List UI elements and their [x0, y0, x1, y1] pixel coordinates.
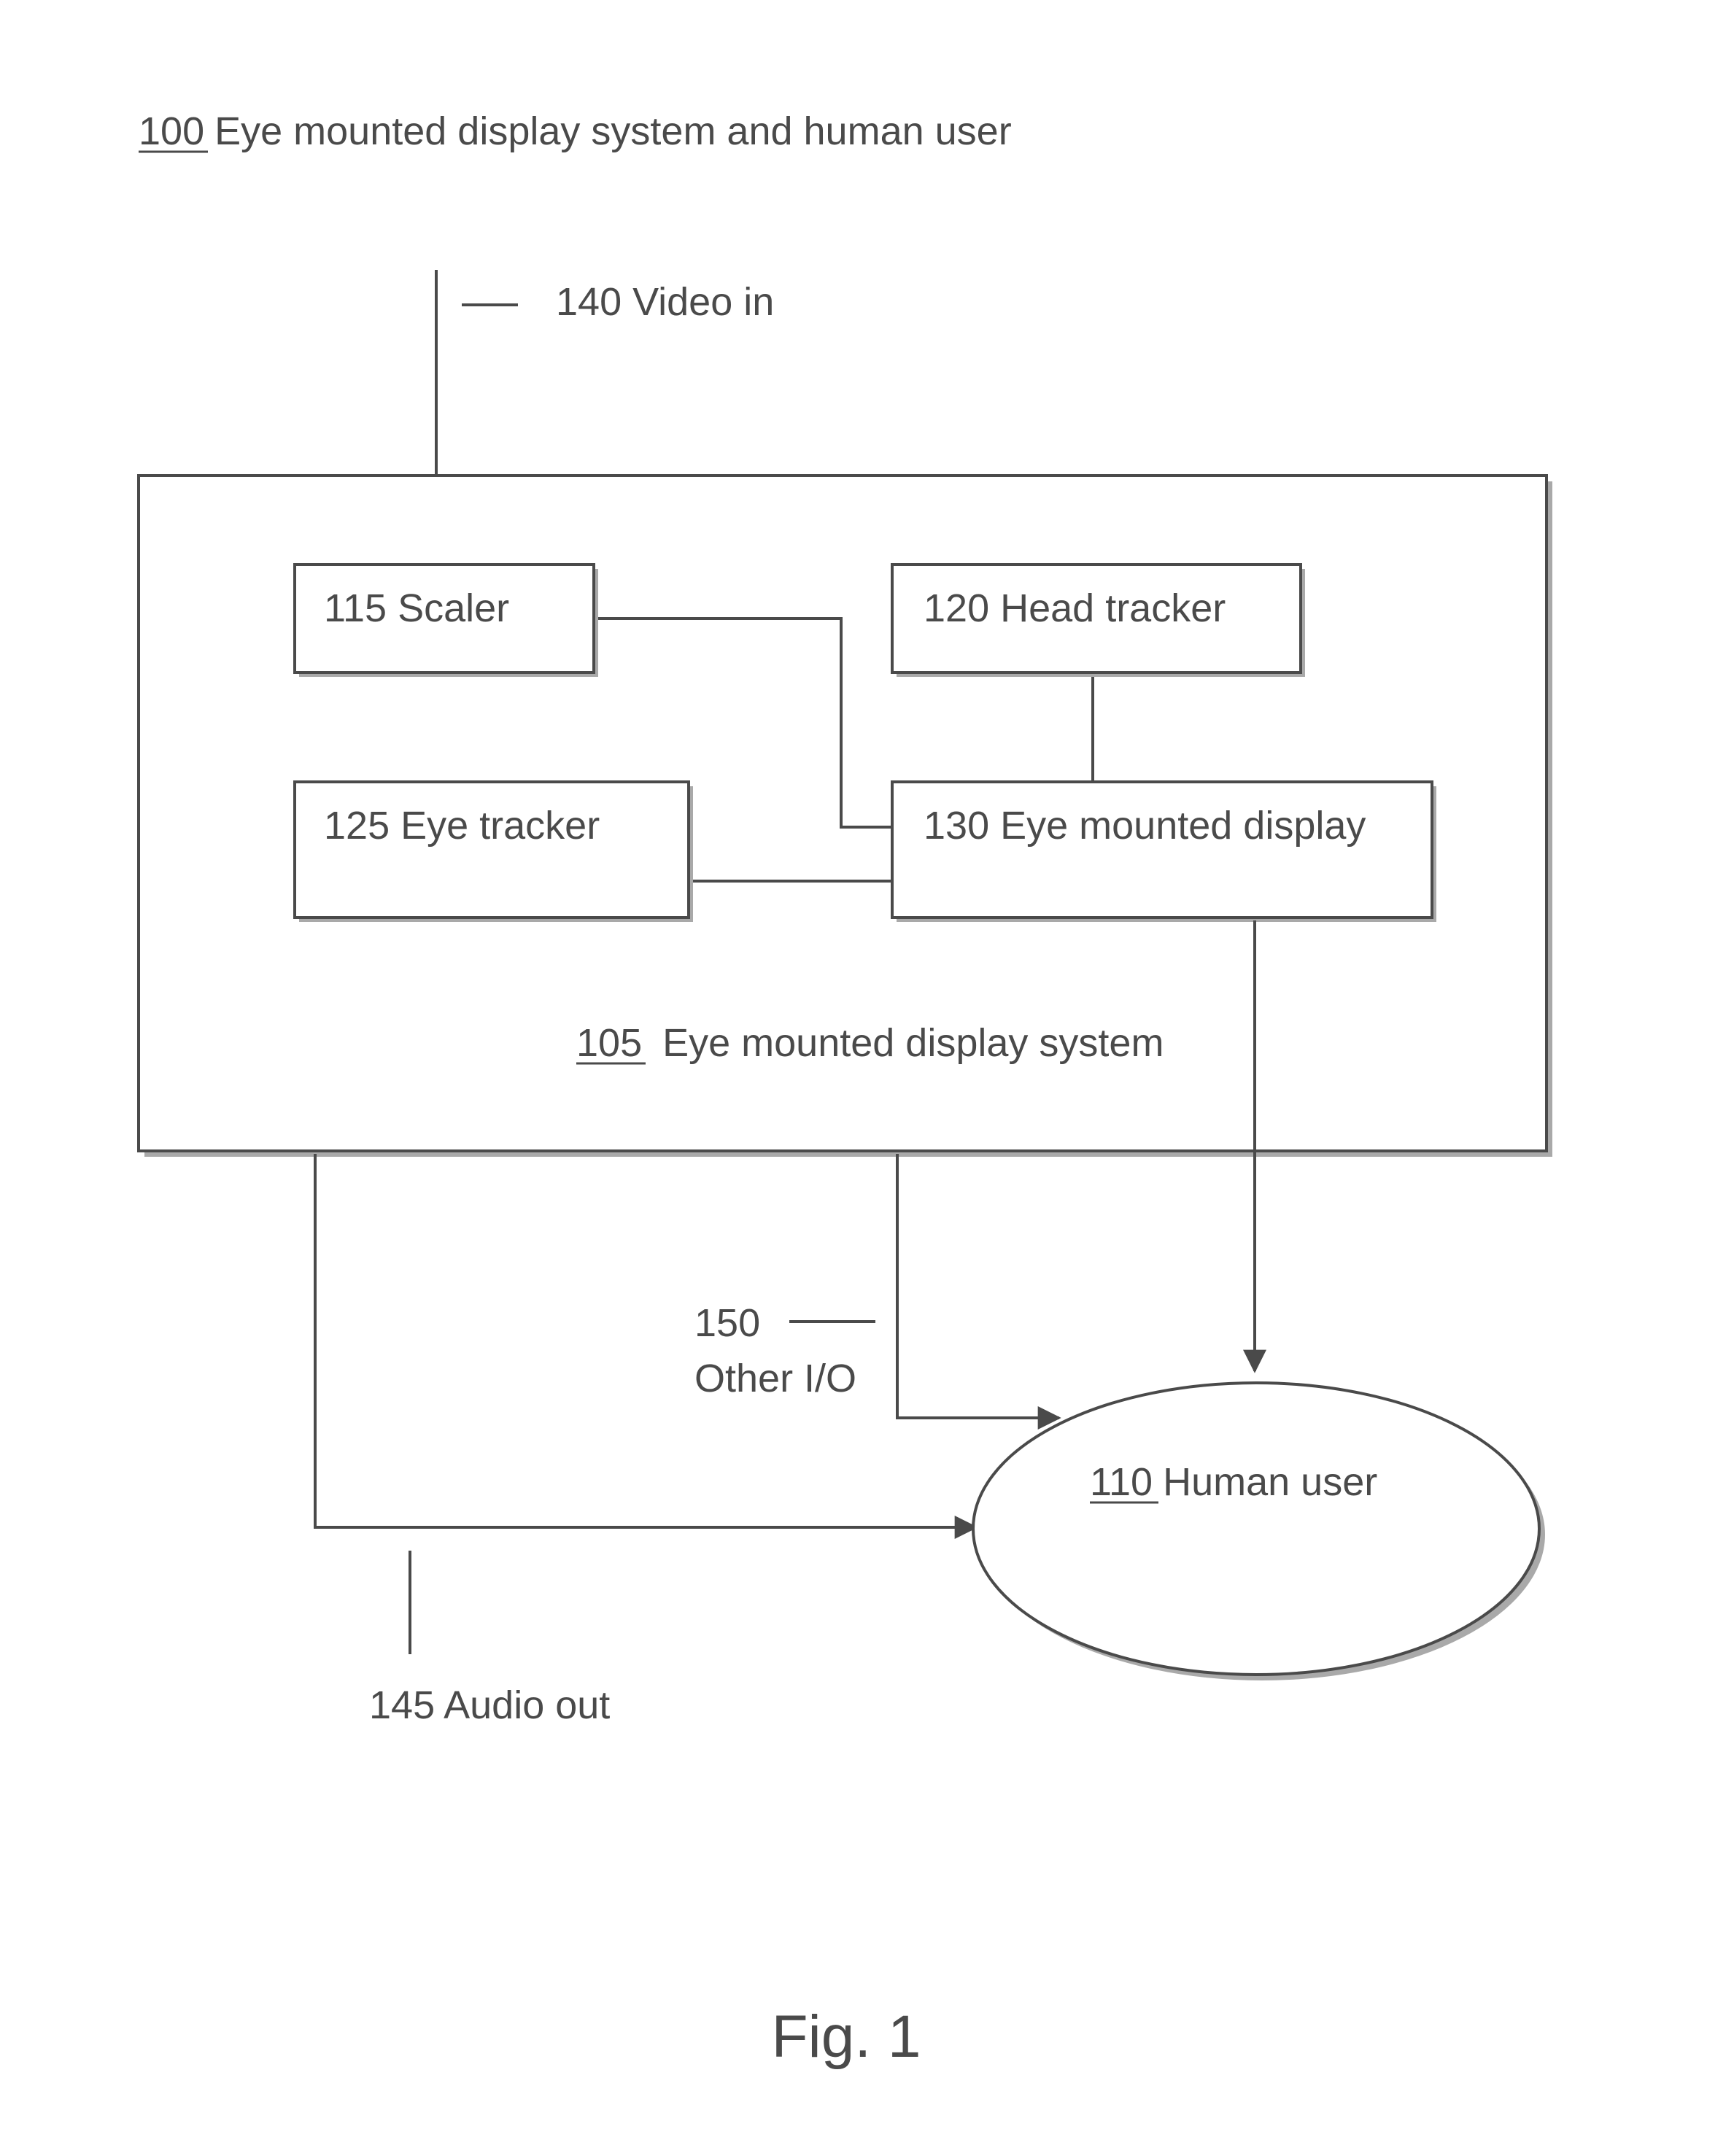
head-tracker-label: 120 Head tracker [924, 586, 1226, 630]
scaler-label: 115 Scaler [324, 586, 509, 630]
eye-mounted-display-label: 130 Eye mounted display [924, 804, 1366, 848]
human-user-label: 110Human user [1090, 1460, 1377, 1504]
other-io-number: 150 [694, 1301, 760, 1345]
human-user-ellipse [973, 1383, 1539, 1675]
system-label-text: Eye mounted display system [662, 1021, 1164, 1065]
human-user-text: Human user [1163, 1460, 1377, 1504]
system-label-ref: 105 [576, 1021, 642, 1065]
audio-out-arrow [315, 1154, 976, 1527]
eye-tracker-label: 125 Eye tracker [324, 804, 600, 848]
figure-title-ref: 100 [139, 109, 204, 153]
eye-tracker-box [295, 782, 689, 918]
figure-title-text: Eye mounted display system and human use… [214, 109, 1012, 153]
eye-mounted-display-box [892, 782, 1432, 918]
human-user-ref: 110 [1090, 1460, 1153, 1504]
video-in-label: 140 Video in [556, 280, 774, 324]
figure-title: 100Eye mounted display system and human … [139, 109, 1012, 153]
audio-out-label: 145 Audio out [369, 1683, 610, 1727]
other-io-text: Other I/O [694, 1357, 856, 1400]
figure-caption: Fig. 1 [771, 2004, 921, 2070]
system-label: 105 Eye mounted display system [576, 1021, 1164, 1065]
other-io-arrow [897, 1154, 1059, 1418]
